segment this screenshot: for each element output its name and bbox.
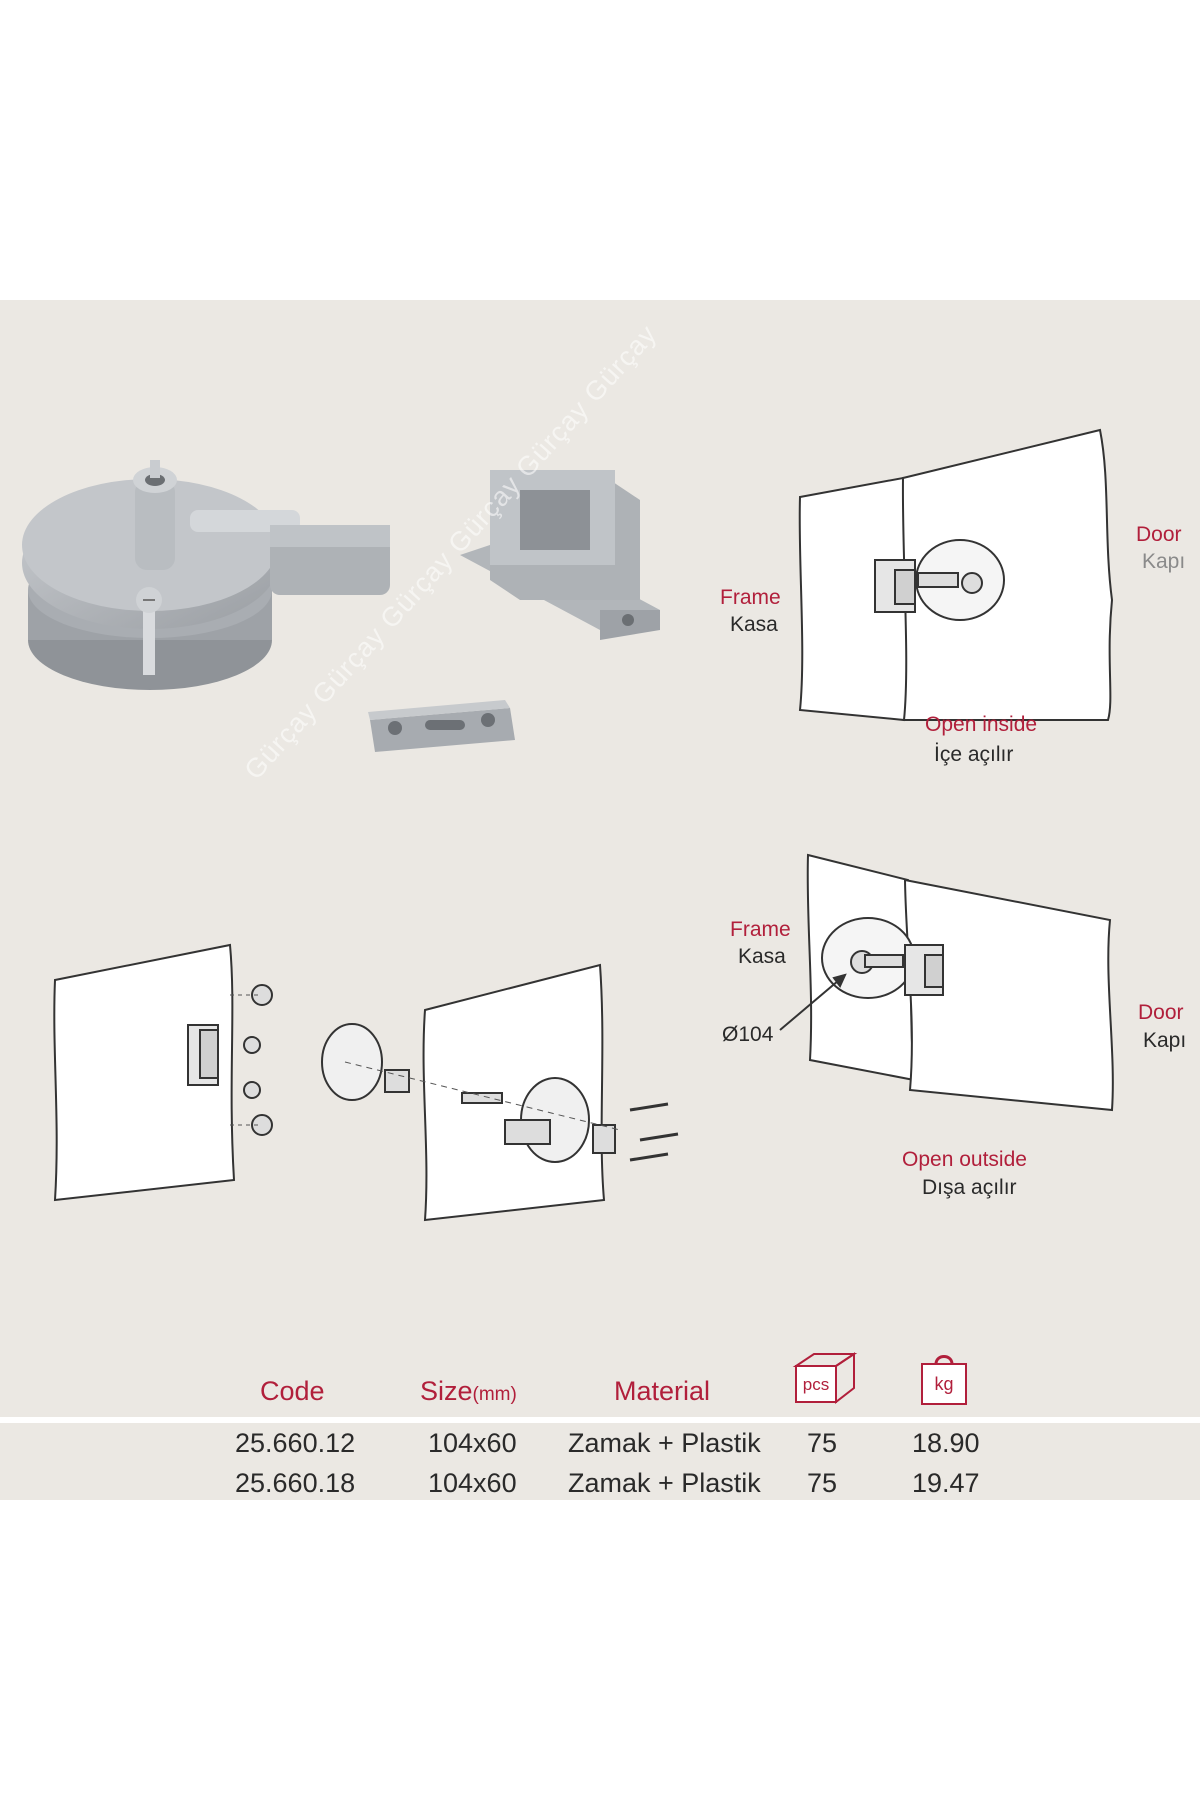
top-open-label-tr: İçe açılır xyxy=(934,743,1014,766)
table-row: 25.660.18 104x60 Zamak + Plastik 75 19.4… xyxy=(0,1466,1200,1498)
table-row: 25.660.12 104x60 Zamak + Plastik 75 18.9… xyxy=(0,1426,1200,1458)
kg-weight-icon: kg xyxy=(921,1355,967,1405)
bottom-door-label-tr: Kapı xyxy=(1143,1029,1187,1052)
lock-body-photo xyxy=(22,460,390,690)
diagram-open-outside xyxy=(779,853,1114,1112)
row-material: Zamak + Plastik xyxy=(568,1468,761,1498)
pcs-box-icon: pcs xyxy=(792,1352,858,1405)
diagram-assembly xyxy=(53,943,679,1222)
row-code: 25.660.12 xyxy=(235,1428,356,1458)
row-kg: 19.47 xyxy=(912,1468,980,1498)
plate-photo xyxy=(368,700,515,752)
top-frame-label-en: Frame xyxy=(720,586,781,609)
row-code: 25.660.18 xyxy=(235,1468,356,1498)
diagram-open-inside xyxy=(798,428,1114,722)
header-code: Code xyxy=(260,1376,325,1406)
bottom-frame-label-en: Frame xyxy=(730,918,791,941)
keeper-photo xyxy=(460,470,660,640)
top-door-label-en: Door xyxy=(1136,523,1182,546)
header-size: Size(mm) xyxy=(420,1376,517,1406)
top-frame-label-tr: Kasa xyxy=(730,613,778,636)
row-size: 104x60 xyxy=(428,1428,517,1458)
bottom-open-label-en: Open outside xyxy=(902,1148,1027,1171)
row-size: 104x60 xyxy=(428,1468,517,1498)
header-material: Material xyxy=(614,1376,711,1406)
bottom-door-label-en: Door xyxy=(1138,1001,1184,1024)
row-pcs: 75 xyxy=(807,1428,838,1458)
bottom-open-label-tr: Dışa açılır xyxy=(922,1176,1017,1199)
product-illustrations xyxy=(0,428,1200,1423)
row-kg: 18.90 xyxy=(912,1428,980,1458)
bottom-frame-label-tr: Kasa xyxy=(738,945,786,968)
kg-text: kg xyxy=(934,1374,953,1394)
diameter-label: Ø104 xyxy=(722,1023,774,1046)
row-material: Zamak + Plastik xyxy=(568,1428,761,1458)
top-open-label-en: Open inside xyxy=(925,713,1038,736)
row-pcs: 75 xyxy=(807,1468,838,1498)
top-door-label-tr: Kapı xyxy=(1142,550,1186,573)
pcs-text: pcs xyxy=(803,1375,829,1394)
